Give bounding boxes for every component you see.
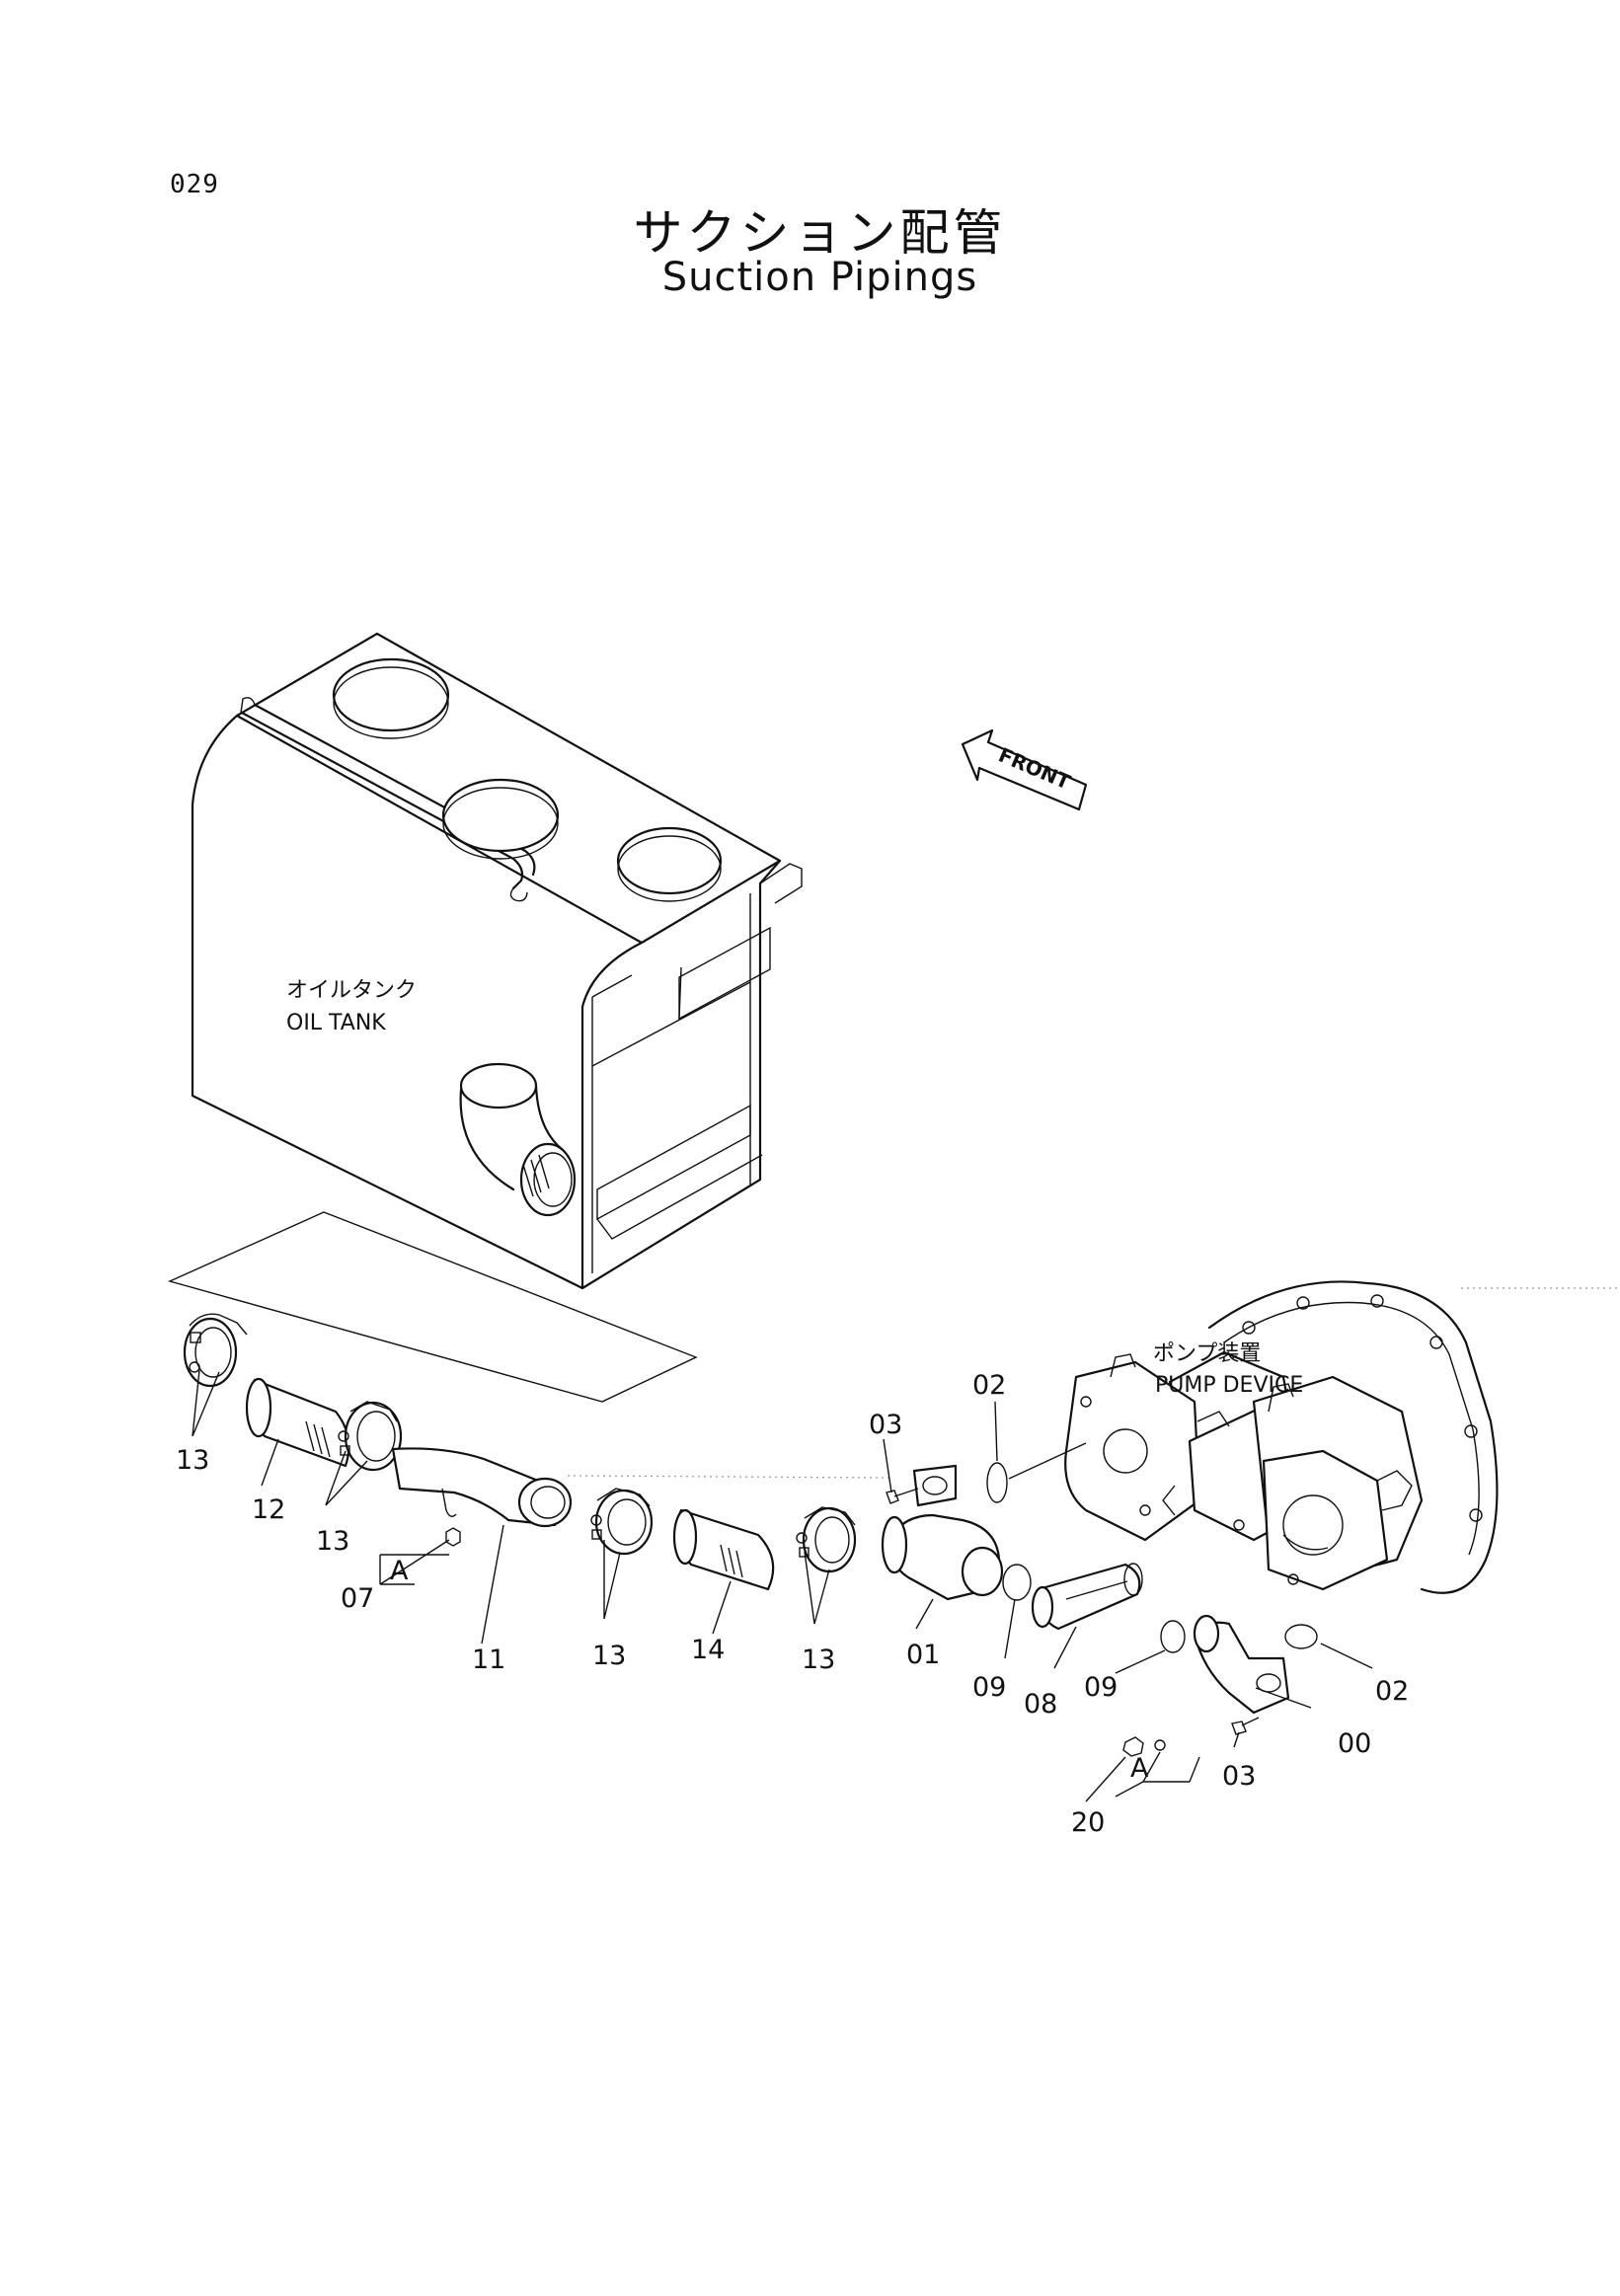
pump-device-label: PUMP DEVICE xyxy=(1155,1373,1303,1398)
callout-09: 09 xyxy=(972,1672,1006,1703)
callout-13: 13 xyxy=(802,1645,835,1675)
callout-09: 09 xyxy=(1084,1672,1118,1703)
callout-01: 01 xyxy=(906,1640,940,1670)
oil-tank xyxy=(167,632,803,1403)
callout-03: 03 xyxy=(1222,1761,1256,1792)
callout-20: 20 xyxy=(1071,1807,1105,1838)
leader-lines xyxy=(192,1369,1373,1802)
callout-13: 13 xyxy=(176,1445,209,1476)
pump-device-label-japanese: ポンプ装置 xyxy=(1153,1341,1261,1366)
callout-14: 14 xyxy=(691,1635,725,1665)
pump-device xyxy=(1064,1280,1620,1594)
page-number: 029 xyxy=(170,170,219,199)
front-arrow-icon: FRONT xyxy=(961,728,1088,811)
callout-11: 11 xyxy=(472,1645,505,1675)
callout-12: 12 xyxy=(252,1494,285,1525)
callout-00: 00 xyxy=(1338,1728,1371,1759)
page-title-english: Suction Pipings xyxy=(661,255,978,300)
callout-13: 13 xyxy=(316,1526,349,1557)
page-title-japanese: サクション配管 xyxy=(633,204,1007,262)
callout-08: 08 xyxy=(1024,1689,1057,1720)
front-label: FRONT xyxy=(995,743,1074,795)
callout-03: 03 xyxy=(869,1410,902,1440)
suction-parts xyxy=(183,1313,1318,1757)
reference-a: A xyxy=(390,1556,409,1586)
oil-tank-label: OIL TANK xyxy=(286,1011,386,1035)
callout-13: 13 xyxy=(592,1641,626,1671)
callout-07: 07 xyxy=(341,1583,374,1614)
callout-02: 02 xyxy=(1375,1676,1409,1707)
oil-tank-label-japanese: オイルタンク xyxy=(286,978,417,1003)
callout-02: 02 xyxy=(972,1370,1006,1401)
reference-a: A xyxy=(1130,1753,1149,1784)
